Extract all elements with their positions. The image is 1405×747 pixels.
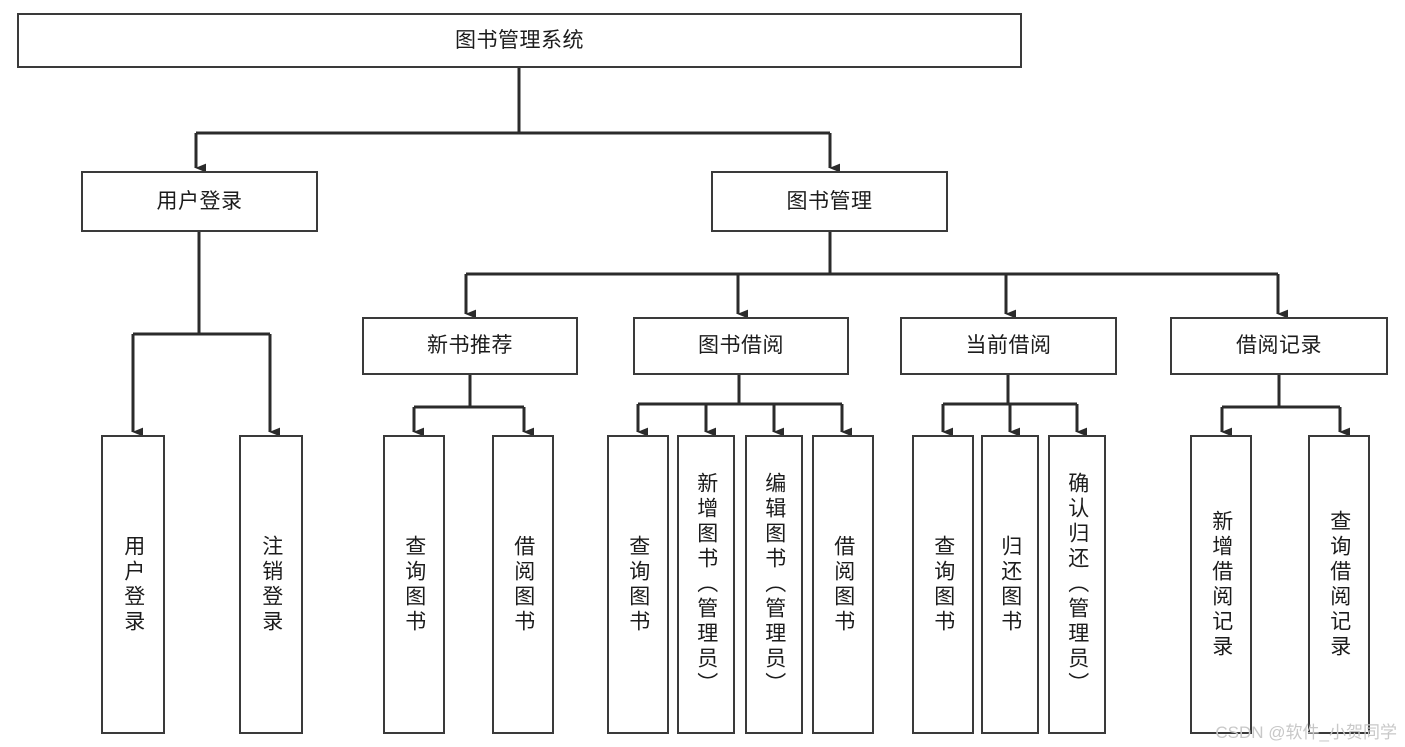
node-label-root: 图书管理系统	[455, 28, 584, 52]
node-user-login[interactable]: 用户登录	[81, 171, 318, 232]
node-leaf-query-book-3[interactable]: 查询图书	[912, 435, 974, 734]
node-label-new-book-recommend: 新书推荐	[427, 334, 513, 358]
node-leaf-user-login[interactable]: 用户登录	[101, 435, 165, 734]
node-label-leaf-query-book-3: 查询图书	[931, 534, 955, 635]
node-label-user-login: 用户登录	[156, 189, 243, 213]
node-leaf-add-record[interactable]: 新增借阅记录	[1190, 435, 1252, 734]
node-label-leaf-edit-book: 编辑图书（管理员）	[762, 472, 786, 697]
node-new-book-recommend[interactable]: 新书推荐	[362, 317, 578, 375]
node-label-leaf-add-book: 新增图书（管理员）	[694, 472, 718, 697]
node-label-leaf-borrow-book-1: 借阅图书	[511, 534, 535, 635]
node-label-leaf-logout-login: 注销登录	[259, 534, 283, 635]
node-book-borrow[interactable]: 图书借阅	[633, 317, 849, 375]
node-label-borrow-record: 借阅记录	[1236, 334, 1322, 358]
node-borrow-record[interactable]: 借阅记录	[1170, 317, 1388, 375]
node-label-leaf-borrow-book-2: 借阅图书	[831, 534, 855, 635]
node-leaf-query-record[interactable]: 查询借阅记录	[1308, 435, 1370, 734]
node-label-leaf-user-login: 用户登录	[121, 534, 145, 635]
node-book-management[interactable]: 图书管理	[711, 171, 948, 232]
node-leaf-add-book[interactable]: 新增图书（管理员）	[677, 435, 735, 734]
node-root-book-management-system[interactable]: 图书管理系统	[17, 13, 1022, 68]
node-label-current-borrow: 当前借阅	[965, 334, 1052, 358]
node-label-leaf-query-book-2: 查询图书	[626, 534, 650, 635]
node-leaf-confirm-return[interactable]: 确认归还（管理员）	[1048, 435, 1106, 734]
node-label-book-borrow: 图书借阅	[698, 334, 784, 358]
node-label-leaf-add-record: 新增借阅记录	[1209, 509, 1233, 660]
node-leaf-borrow-book-1[interactable]: 借阅图书	[492, 435, 554, 734]
watermark-text: CSDN @软件_小贺同学	[1215, 723, 1397, 742]
node-leaf-query-book-1[interactable]: 查询图书	[383, 435, 445, 734]
node-current-borrow[interactable]: 当前借阅	[900, 317, 1117, 375]
node-leaf-borrow-book-2[interactable]: 借阅图书	[812, 435, 874, 734]
node-leaf-logout-login[interactable]: 注销登录	[239, 435, 303, 734]
node-label-leaf-query-book-1: 查询图书	[402, 534, 426, 635]
node-leaf-return-book[interactable]: 归还图书	[981, 435, 1039, 734]
node-label-leaf-return-book: 归还图书	[998, 534, 1022, 635]
node-label-leaf-query-record: 查询借阅记录	[1327, 509, 1351, 660]
node-leaf-query-book-2[interactable]: 查询图书	[607, 435, 669, 734]
tree-connectors	[131, 68, 1351, 437]
node-leaf-edit-book[interactable]: 编辑图书（管理员）	[745, 435, 803, 734]
node-label-book-management: 图书管理	[786, 189, 873, 213]
node-label-leaf-confirm-return: 确认归还（管理员）	[1065, 472, 1089, 697]
